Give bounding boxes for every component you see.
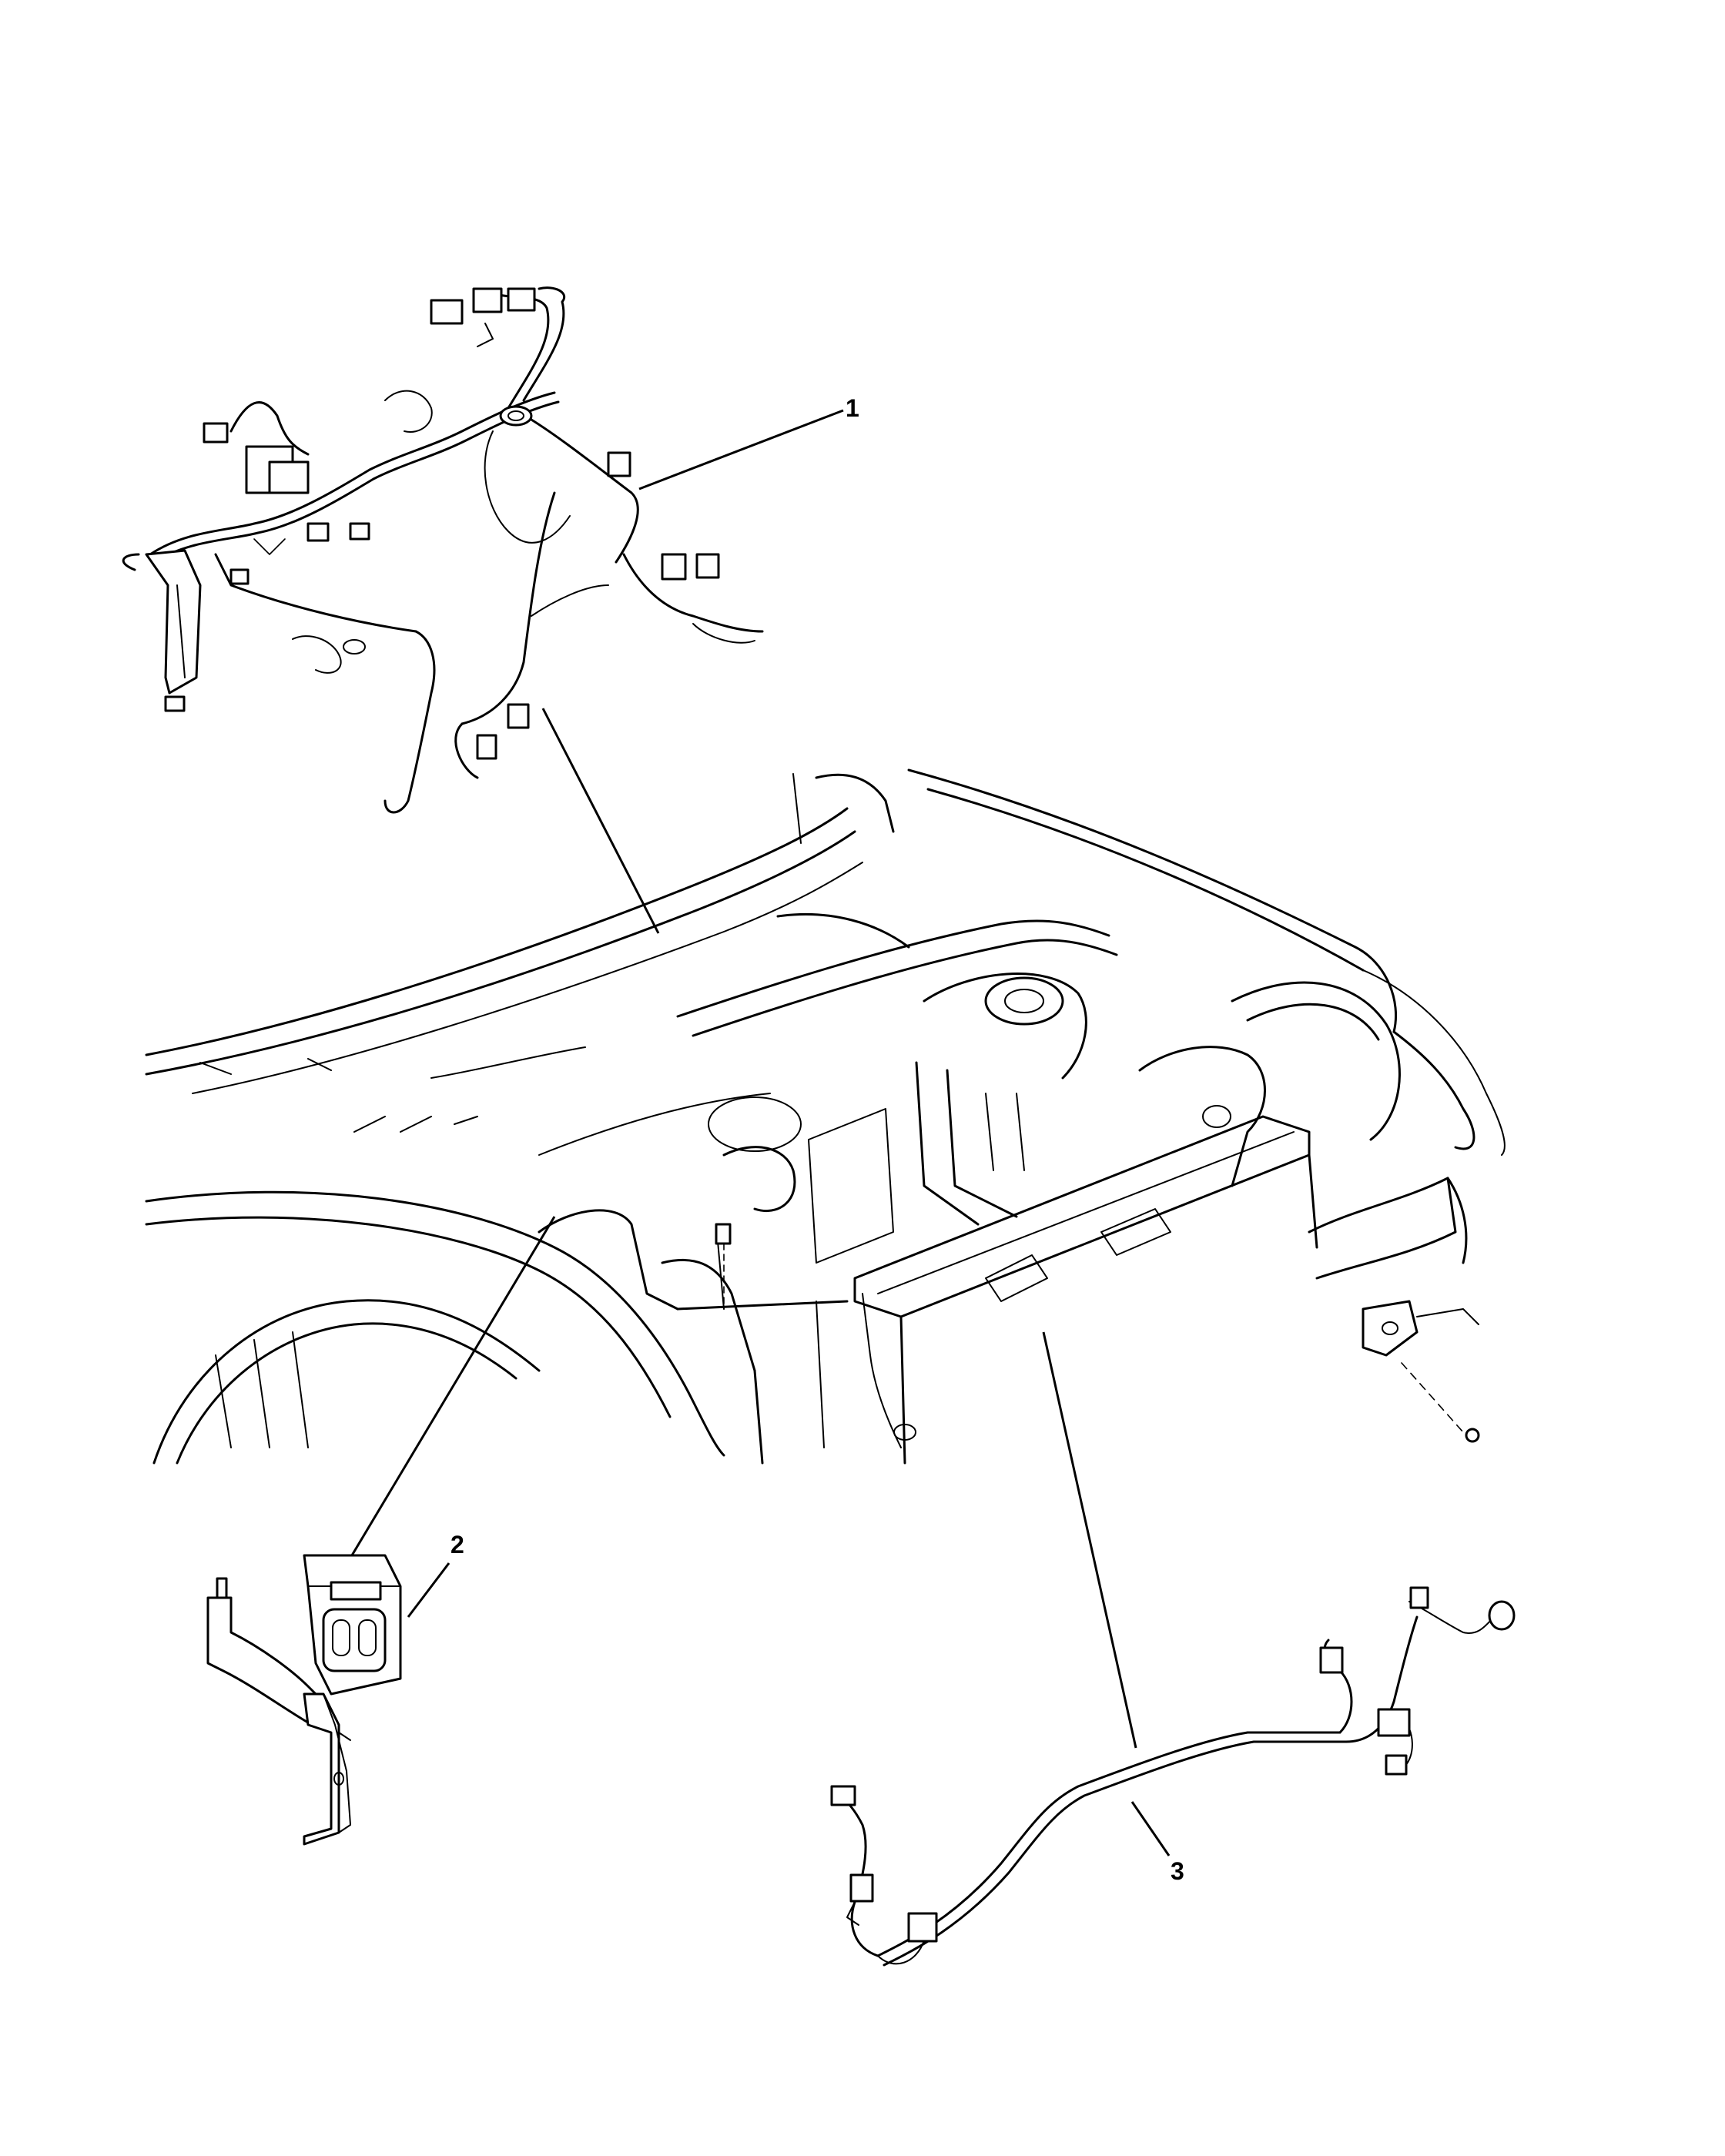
part-2-mounting-bracket (206, 1554, 402, 1846)
part-1-wiring-harness (122, 286, 764, 814)
callout-label-1: 1 (846, 394, 859, 422)
callout-label-2: 2 (451, 1531, 464, 1558)
callout-2-pointer-line (341, 1216, 556, 1572)
callout-1-leader-line (638, 409, 844, 490)
hood-latch (1362, 1300, 1480, 1443)
part-3-front-harness (830, 1586, 1516, 1967)
callout-3-pointer-line (1042, 1331, 1137, 1749)
vehicle-front-body (145, 768, 1506, 1465)
callout-1-pointer-line (541, 708, 660, 934)
callout-2-leader-line (407, 1562, 451, 1618)
callout-3-leader-line (1130, 1801, 1171, 1856)
callout-label-3: 3 (1171, 1857, 1184, 1885)
